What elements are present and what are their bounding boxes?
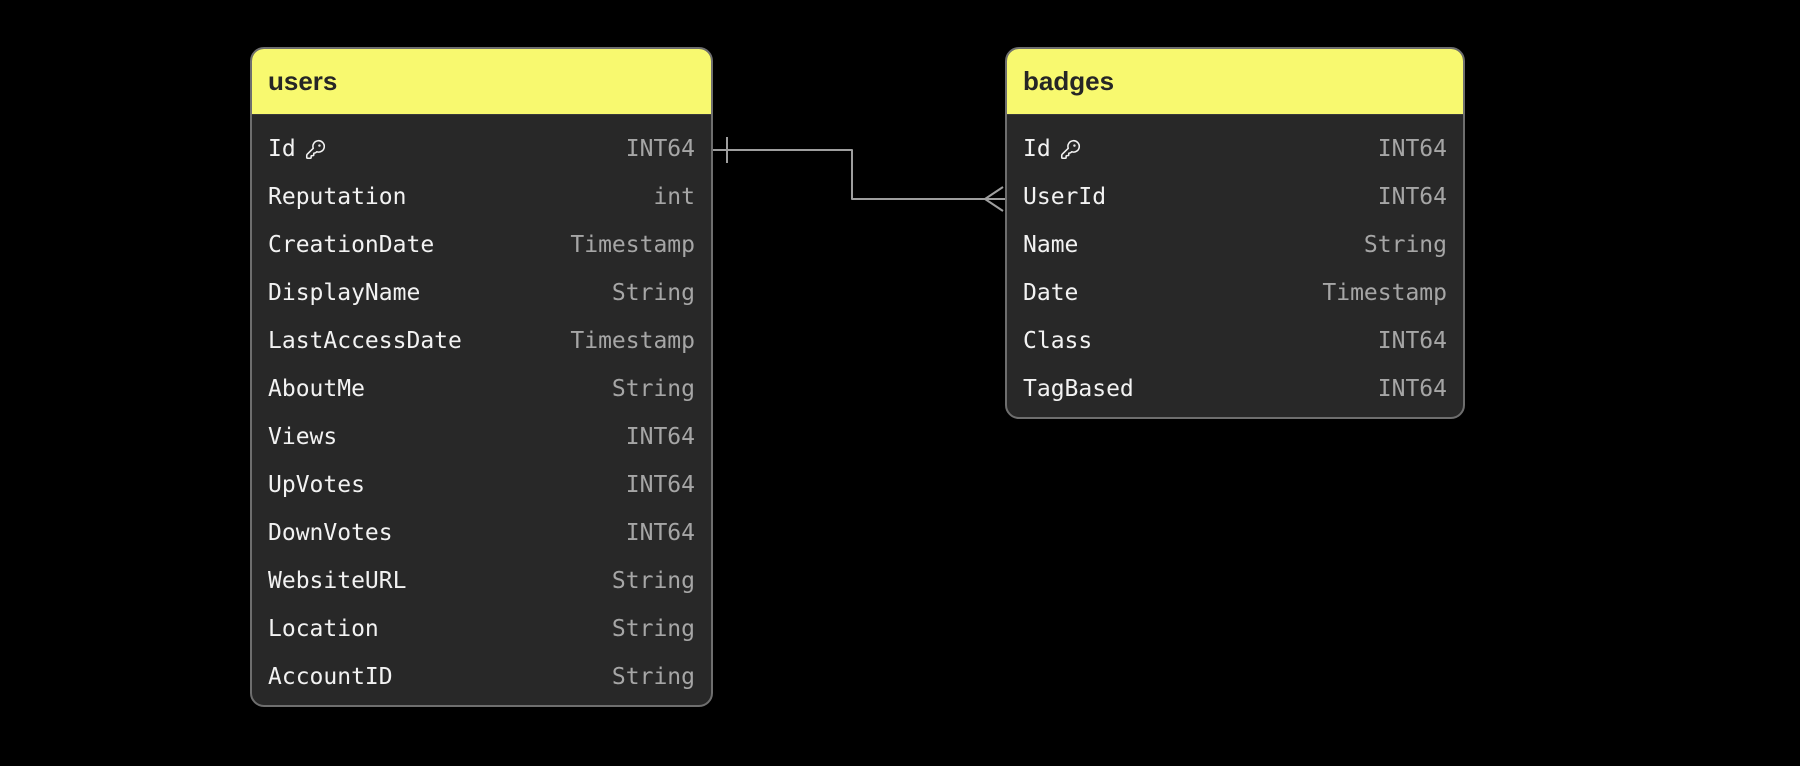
field-row[interactable]: Views INT64	[252, 413, 711, 461]
table-badges-body: Id INT64 UserId INT64 Name String Date T…	[1007, 115, 1463, 417]
field-name-group: Id	[268, 136, 326, 162]
field-type: String	[1363, 232, 1447, 258]
field-type: INT64	[625, 520, 695, 546]
field-name-group: Name	[1023, 232, 1078, 258]
table-users-header[interactable]: users	[252, 49, 711, 115]
field-row[interactable]: Id INT64	[252, 125, 711, 173]
field-name-group: Reputation	[268, 184, 406, 210]
field-type: String	[611, 568, 695, 594]
field-name: Views	[268, 424, 338, 450]
table-badges-header[interactable]: badges	[1007, 49, 1463, 115]
field-name-group: UpVotes	[268, 472, 365, 498]
field-name: UserId	[1023, 184, 1107, 210]
table-title: users	[268, 66, 338, 96]
field-type: String	[611, 616, 695, 642]
field-type: INT64	[1377, 328, 1447, 354]
field-type: Timestamp	[570, 232, 695, 258]
field-name-group: TagBased	[1023, 376, 1134, 402]
field-row[interactable]: CreationDate Timestamp	[252, 221, 711, 269]
key-icon	[305, 139, 326, 160]
field-row[interactable]: UpVotes INT64	[252, 461, 711, 509]
field-row[interactable]: WebsiteURL String	[252, 557, 711, 605]
field-row[interactable]: AboutMe String	[252, 365, 711, 413]
field-name: AccountID	[268, 664, 393, 690]
field-row[interactable]: Reputation int	[252, 173, 711, 221]
field-name: Class	[1023, 328, 1093, 354]
field-name: WebsiteURL	[268, 568, 407, 594]
field-name-group: WebsiteURL	[268, 568, 406, 594]
relationship-line[interactable]	[713, 149, 1005, 200]
field-name: DisplayName	[268, 280, 421, 306]
field-type: String	[611, 280, 695, 306]
field-name-group: DisplayName	[268, 280, 420, 306]
field-type: Timestamp	[570, 328, 695, 354]
field-name-group: LastAccessDate	[268, 328, 462, 354]
field-row[interactable]: DisplayName String	[252, 269, 711, 317]
field-row[interactable]: TagBased INT64	[1007, 365, 1463, 413]
field-name: Reputation	[268, 184, 407, 210]
field-row[interactable]: DownVotes INT64	[252, 509, 711, 557]
field-name: Date	[1023, 280, 1079, 306]
key-icon	[1060, 139, 1081, 160]
field-row[interactable]: Id INT64	[1007, 125, 1463, 173]
field-type: INT64	[1377, 136, 1447, 162]
field-name: CreationDate	[268, 232, 435, 258]
field-type: INT64	[1377, 184, 1447, 210]
field-row[interactable]: LastAccessDate Timestamp	[252, 317, 711, 365]
table-title: badges	[1023, 66, 1115, 96]
field-row[interactable]: Date Timestamp	[1007, 269, 1463, 317]
field-name: DownVotes	[268, 520, 393, 546]
field-name-group: DownVotes	[268, 520, 393, 546]
table-users[interactable]: users Id INT64 Reputation int CreationDa…	[250, 47, 713, 707]
field-name-group: AboutMe	[268, 376, 365, 402]
field-name: UpVotes	[268, 472, 365, 498]
field-row[interactable]: Location String	[252, 605, 711, 653]
table-badges[interactable]: badges Id INT64 UserId INT64 Name String…	[1005, 47, 1465, 419]
field-name-group: Date	[1023, 280, 1078, 306]
field-name-group: UserId	[1023, 184, 1106, 210]
table-users-body: Id INT64 Reputation int CreationDate Tim…	[252, 115, 711, 705]
field-row[interactable]: Name String	[1007, 221, 1463, 269]
field-name: AboutMe	[268, 376, 365, 402]
field-name: Name	[1023, 232, 1079, 258]
field-name: Id	[268, 136, 296, 162]
field-type: Timestamp	[1322, 280, 1447, 306]
field-name: LastAccessDate	[268, 328, 462, 354]
field-name: TagBased	[1023, 376, 1134, 402]
field-type: INT64	[625, 472, 695, 498]
field-name-group: CreationDate	[268, 232, 434, 258]
field-type: String	[611, 664, 695, 690]
field-type: INT64	[625, 136, 695, 162]
field-type: int	[653, 184, 695, 210]
field-name-group: Class	[1023, 328, 1092, 354]
field-row[interactable]: Class INT64	[1007, 317, 1463, 365]
field-name-group: Id	[1023, 136, 1081, 162]
field-row[interactable]: AccountID String	[252, 653, 711, 701]
field-type: String	[611, 376, 695, 402]
field-name: Id	[1023, 136, 1051, 162]
cardinality-many-marker	[984, 186, 1004, 212]
field-type: INT64	[625, 424, 695, 450]
field-row[interactable]: UserId INT64	[1007, 173, 1463, 221]
field-type: INT64	[1377, 376, 1447, 402]
field-name: Location	[268, 616, 379, 642]
field-name-group: AccountID	[268, 664, 393, 690]
field-name-group: Location	[268, 616, 379, 642]
field-name-group: Views	[268, 424, 337, 450]
